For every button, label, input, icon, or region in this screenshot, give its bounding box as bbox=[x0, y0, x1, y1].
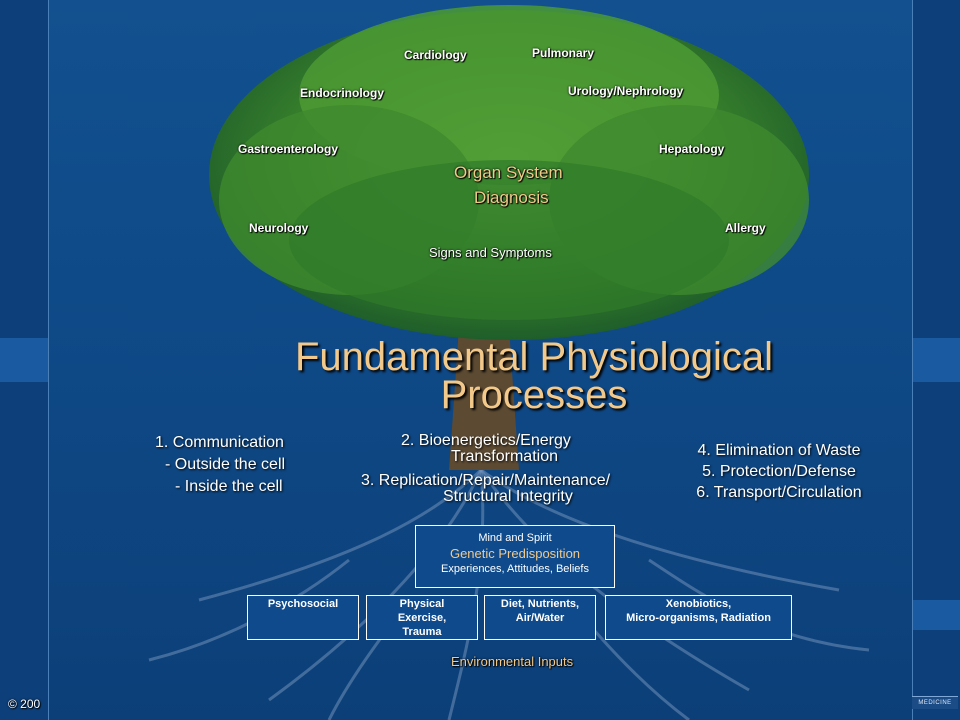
exercise-label-line3: Trauma bbox=[402, 626, 442, 638]
label-urology-nephrology: Urology/Nephrology bbox=[568, 84, 684, 98]
process-communication-title: 1. Communication bbox=[155, 434, 284, 451]
label-pulmonary: Pulmonary bbox=[532, 46, 595, 60]
background-stripe-right bbox=[912, 338, 960, 382]
main-title-line1: Fundamental Physiological bbox=[294, 335, 774, 379]
label-neurology: Neurology bbox=[249, 221, 309, 235]
process-replication-line1: 3. Replication/Repair/Maintenance/ bbox=[361, 472, 611, 489]
mind-spirit-label: Mind and Spirit bbox=[478, 532, 552, 544]
exercise-label-line1: Physical bbox=[399, 598, 445, 610]
environmental-inputs-label: Environmental Inputs bbox=[451, 654, 574, 669]
process-bioenergetics-line1: 2. Bioenergetics/Energy bbox=[401, 432, 571, 449]
input-box-diet: Diet, Nutrients, Air/Water bbox=[484, 595, 596, 640]
label-hepatology: Hepatology bbox=[659, 142, 725, 156]
copyright-text: © 200 bbox=[8, 697, 41, 711]
signs-symptoms-label: Signs and Symptoms bbox=[429, 245, 552, 260]
process-transport: 6. Transport/Circulation bbox=[696, 484, 862, 501]
main-title-line2: Processes bbox=[440, 373, 628, 417]
process-replication: 3. Replication/Repair/Maintenance/ Struc… bbox=[361, 472, 611, 505]
xenobiotics-label-line2: Micro-organisms, Radiation bbox=[626, 612, 771, 624]
main-title: Fundamental Physiological Processes bbox=[264, 335, 804, 417]
process-bioenergetics: 2. Bioenergetics/Energy Transformation bbox=[401, 432, 581, 465]
slide-panel: Cardiology Pulmonary Endocrinology Urolo… bbox=[48, 0, 913, 720]
process-right-list: 4. Elimination of Waste 5. Protection/De… bbox=[659, 440, 899, 503]
label-allergy: Allergy bbox=[725, 221, 766, 235]
diagnosis-label: Diagnosis bbox=[474, 188, 549, 207]
process-elimination: 4. Elimination of Waste bbox=[697, 442, 861, 459]
process-bioenergetics-line2: Transformation bbox=[451, 448, 558, 465]
organ-system-label: Organ System bbox=[454, 163, 563, 182]
tree-illustration bbox=[148, 5, 870, 720]
diet-label-line2: Air/Water bbox=[515, 612, 565, 624]
process-replication-line2: Structural Integrity bbox=[443, 488, 573, 505]
experiences-label: Experiences, Attitudes, Beliefs bbox=[441, 563, 589, 575]
input-box-psychosocial: Psychosocial bbox=[247, 595, 359, 640]
input-box-xenobiotics: Xenobiotics, Micro-organisms, Radiation bbox=[605, 595, 792, 640]
mind-spirit-box: Mind and Spirit Genetic Predisposition E… bbox=[415, 525, 615, 588]
process-outside-cell: - Outside the cell bbox=[165, 456, 286, 473]
background-stripe-right-low bbox=[912, 600, 960, 630]
exercise-label-line2: Exercise, bbox=[397, 612, 447, 624]
genetic-predisposition-label: Genetic Predisposition bbox=[449, 546, 581, 561]
label-cardiology: Cardiology bbox=[404, 48, 467, 62]
process-protection: 5. Protection/Defense bbox=[702, 463, 856, 480]
label-gastroenterology: Gastroenterology bbox=[238, 142, 339, 156]
background-stripe-left bbox=[0, 338, 48, 382]
psychosocial-label: Psychosocial bbox=[267, 598, 339, 610]
label-endocrinology: Endocrinology bbox=[300, 86, 384, 100]
input-box-exercise: Physical Exercise, Trauma bbox=[366, 595, 478, 640]
process-communication: 1. Communication - Outside the cell - In… bbox=[155, 434, 285, 496]
diet-label-line1: Diet, Nutrients, bbox=[500, 598, 580, 610]
xenobiotics-label-line1: Xenobiotics, bbox=[665, 598, 732, 610]
logo-badge: MEDICINE bbox=[912, 696, 958, 709]
process-inside-cell: - Inside the cell bbox=[175, 478, 283, 495]
